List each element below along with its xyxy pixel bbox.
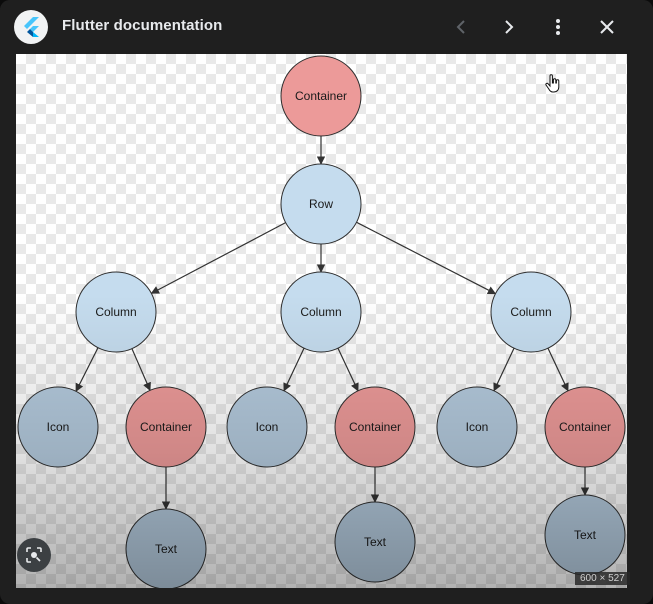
node-text1: Text — [125, 508, 207, 588]
edge-col2-icon2 — [283, 347, 305, 392]
node-label: Container — [559, 420, 611, 434]
node-label: Icon — [256, 420, 279, 434]
node-label: Text — [364, 535, 387, 549]
edge-col2-cont2 — [337, 347, 359, 392]
node-circle — [17, 386, 99, 468]
node-icon2: Icon — [226, 386, 308, 468]
window-title: Flutter documentation — [62, 17, 223, 34]
previous-button[interactable] — [446, 12, 476, 42]
close-button[interactable] — [592, 12, 622, 42]
node-cont2: Container — [334, 386, 416, 468]
edge-col3-icon3 — [493, 347, 515, 392]
edge-col1-icon1 — [75, 347, 99, 393]
node-circle — [75, 271, 157, 353]
close-icon — [600, 20, 614, 34]
edge-col3-cont3 — [547, 347, 569, 392]
node-label: Text — [574, 528, 597, 542]
node-label: Container — [349, 420, 401, 434]
image-dimensions-badge: 600 × 527 — [575, 572, 630, 585]
lens-search-button[interactable] — [17, 538, 51, 572]
node-circle — [334, 386, 416, 468]
node-circle — [436, 386, 518, 468]
title-bar: Flutter documentation — [0, 0, 653, 54]
edge-col1-cont1 — [131, 348, 151, 392]
node-text3: Text — [544, 494, 626, 576]
chevron-right-icon — [505, 20, 514, 34]
node-circle — [334, 501, 416, 583]
node-row: Row — [280, 163, 362, 245]
node-label: Column — [95, 305, 136, 319]
node-label: Text — [155, 542, 178, 556]
node-root: Container — [280, 55, 362, 137]
node-circle — [280, 271, 362, 353]
node-label: Container — [140, 420, 192, 434]
node-col1: Column — [75, 271, 157, 353]
node-circle — [226, 386, 308, 468]
node-circle — [490, 271, 572, 353]
edge-row-col1 — [150, 222, 286, 294]
node-col3: Column — [490, 271, 572, 353]
edge-row-col3 — [356, 221, 497, 295]
node-circle — [280, 163, 362, 245]
node-label: Column — [300, 305, 341, 319]
hand-pointer-icon — [545, 74, 560, 93]
node-circle — [544, 386, 626, 468]
node-label: Column — [510, 305, 551, 319]
more-vert-icon — [556, 19, 560, 35]
node-icon1: Icon — [17, 386, 99, 468]
node-col2: Column — [280, 271, 362, 353]
lens-search-icon — [26, 547, 42, 563]
node-label: Icon — [47, 420, 70, 434]
next-button[interactable] — [494, 12, 524, 42]
node-label: Row — [309, 197, 333, 211]
node-label: Container — [295, 89, 347, 103]
node-cont1: Container — [125, 386, 207, 468]
node-circle — [280, 55, 362, 137]
flutter-logo-icon — [14, 10, 48, 44]
node-cont3: Container — [544, 386, 626, 468]
chevron-left-icon — [456, 20, 465, 34]
more-options-button[interactable] — [543, 12, 573, 42]
node-icon3: Icon — [436, 386, 518, 468]
node-circle — [125, 386, 207, 468]
node-text2: Text — [334, 501, 416, 583]
node-label: Icon — [466, 420, 489, 434]
node-circle — [125, 508, 207, 588]
